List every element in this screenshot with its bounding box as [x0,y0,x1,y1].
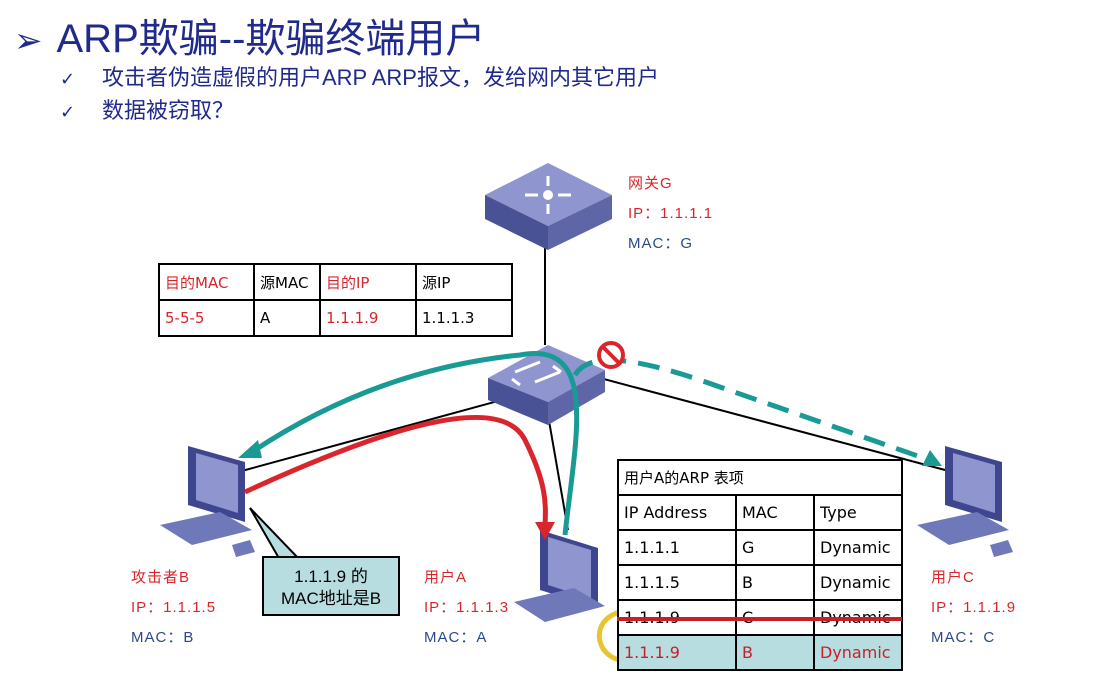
page-title-text: ARP欺骗--欺骗终端用户 [56,17,486,61]
update-arrow-icon [596,609,621,663]
table-row: 用户A的ARP 表项 [617,459,903,496]
packet-value-dst-ip: 1.1.1.9 [319,299,417,337]
arp-cell: 1.1.1.9 [617,634,737,671]
arp-table: 用户A的ARP 表项 IP Address MAC Type 1.1.1.1 G… [617,459,903,671]
table-row: IP Address MAC Type [617,494,903,531]
callout-line: MAC地址是B [280,589,382,608]
arrow-bullet-icon: ➢ [14,22,43,60]
packet-header-dst-ip: 目的IP [319,263,417,301]
arp-cell: Dynamic [813,529,903,566]
arp-cell: G [735,529,815,566]
redirected-path-teal [250,351,580,536]
teal-dashed-arrowhead-icon [922,450,942,466]
link-switch-userC [599,377,946,471]
attacker-mac: MAC：B [131,629,195,646]
table-row: 目的MAC 源MAC 目的IP 源IP [158,263,513,301]
bullet-item: ✓ 数据被窃取？ [60,93,234,125]
arp-table-title: 用户A的ARP 表项 [617,459,903,496]
arp-header-mac: MAC [735,494,815,531]
bullet-item: ✓ 攻击者伪造虚假的用户ARP ARP报文，发给网内其它用户 [60,60,659,92]
userA-name: 用户A [424,569,468,586]
userC-mac: MAC：C [931,629,996,646]
packet-header-src-mac: 源MAC [253,263,321,301]
arp-header-ip: IP Address [617,494,737,531]
red-arrowhead-icon [535,522,555,540]
userA-mac: MAC：A [424,629,488,646]
packet-header-src-ip: 源IP [415,263,513,301]
arp-cell: B [735,634,815,671]
packet-value-src-ip: 1.1.1.3 [415,299,513,337]
callout-bubble: 1.1.1.9 的 MAC地址是B [262,556,400,616]
userC-name: 用户C [931,569,975,586]
userC-computer-icon [917,446,1013,557]
packet-header-dst-mac: 目的MAC [158,263,255,301]
page-title: ➢ ARP欺骗--欺骗终端用户 [14,6,485,64]
attacker-ip: IP：1.1.1.5 [131,599,217,616]
link-switch-userA [547,414,569,531]
table-row: 5-5-5 A 1.1.1.9 1.1.1.3 [158,299,513,337]
table-row: 1.1.1.1 G Dynamic [617,529,903,566]
bullet-text: 攻击者伪造虚假的用户ARP ARP报文，发给网内其它用户 [102,65,659,90]
checkmark-icon: ✓ [60,69,76,89]
attacker-computer-icon [160,446,255,557]
packet-value-dst-mac: 5-5-5 [158,299,255,337]
table-row: 1.1.1.5 B Dynamic [617,564,903,601]
arp-cell: Dynamic [813,634,903,671]
link-switch-attacker [237,394,521,473]
gateway-mac: MAC：G [628,235,694,252]
gateway-ip: IP：1.1.1.1 [628,205,714,222]
gateway-name: 网关G [628,175,673,192]
callout-line: 1.1.1.9 的 [294,567,368,586]
arp-packet-table: 目的MAC 源MAC 目的IP 源IP 5-5-5 A 1.1.1.9 1.1.… [158,263,513,337]
attack-path-red [243,414,548,531]
bullet-text: 数据被窃取？ [102,98,235,123]
blocked-icon [597,341,625,369]
arp-cell: Dynamic [813,564,903,601]
arp-cell: 1.1.1.1 [617,529,737,566]
table-row-highlighted: 1.1.1.9 B Dynamic [617,634,903,671]
userA-computer-icon [514,530,605,622]
userC-ip: IP：1.1.1.9 [931,599,1017,616]
blocked-path-teal-dashed [572,357,936,465]
callout-tail [249,507,303,561]
strikethrough-line [617,617,902,621]
arp-cell: 1.1.1.5 [617,564,737,601]
checkmark-icon: ✓ [60,102,76,122]
packet-value-src-mac: A [253,299,321,337]
userA-ip: IP：1.1.1.3 [424,599,510,616]
teal-arrowhead-icon [238,440,262,458]
attacker-name: 攻击者B [131,569,191,586]
arp-cell: B [735,564,815,601]
gateway-router-icon [485,163,612,250]
arp-header-type: Type [813,494,903,531]
